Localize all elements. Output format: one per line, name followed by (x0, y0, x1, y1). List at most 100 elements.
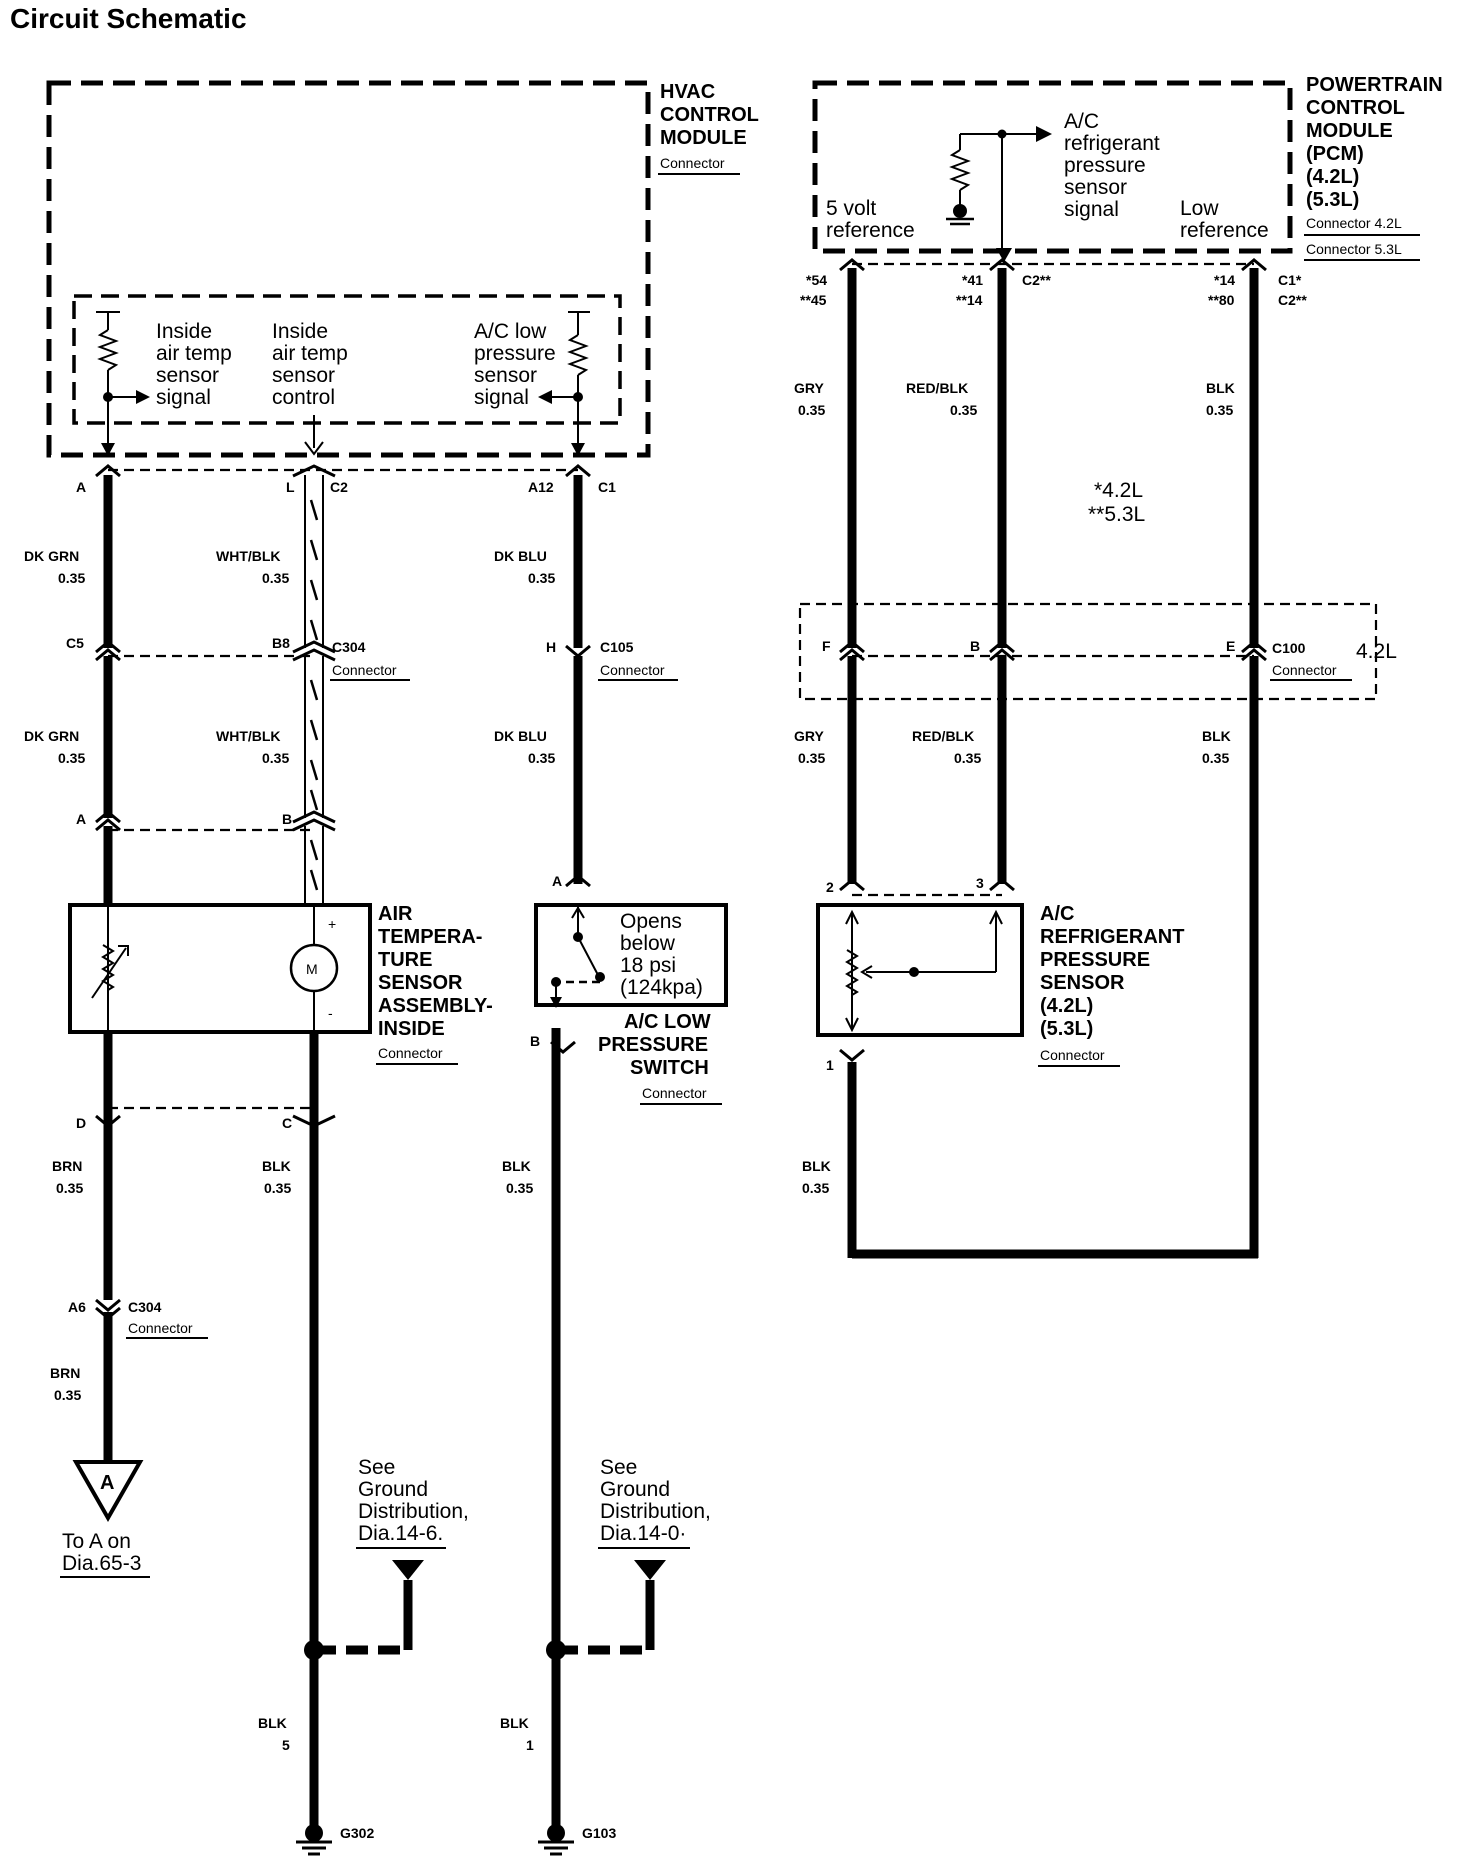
svg-text:BLK: BLK (502, 1158, 531, 1174)
pcm-label: POWERTRAIN CONTROL MODULE (PCM) (4.2L) (… (1304, 74, 1443, 261)
svg-text:1: 1 (826, 1057, 834, 1073)
svg-text:4.2L: 4.2L (1356, 640, 1397, 663)
svg-text:CONTROL: CONTROL (1306, 97, 1405, 119)
svg-text:Connector: Connector (642, 1085, 707, 1101)
svg-text:See: See (600, 1456, 637, 1479)
svg-text:BRN: BRN (50, 1365, 80, 1381)
svg-text:5 volt: 5 volt (826, 197, 876, 220)
svg-text:C304: C304 (128, 1299, 162, 1315)
svg-text:SENSOR: SENSOR (378, 972, 463, 994)
svg-text:See: See (358, 1456, 395, 1479)
svg-text:DK GRN: DK GRN (24, 728, 79, 744)
svg-text:(5.3L): (5.3L) (1306, 189, 1359, 211)
page-title: Circuit Schematic (10, 3, 247, 34)
svg-text:Inside: Inside (156, 320, 212, 343)
svg-text:SENSOR: SENSOR (1040, 972, 1125, 994)
svg-text:BRN: BRN (52, 1158, 82, 1174)
svg-text:M: M (306, 961, 318, 977)
svg-text:5: 5 (282, 1737, 290, 1753)
svg-text:0.35: 0.35 (262, 750, 289, 766)
svg-text:RED/BLK: RED/BLK (906, 380, 968, 396)
svg-text:pressure: pressure (474, 342, 556, 365)
svg-text:C100: C100 (1272, 640, 1306, 656)
pcm-internal-circuit: A/C refrigerant pressure sensor signal 5… (826, 110, 1269, 262)
svg-text:C2**: C2** (1278, 292, 1307, 308)
svg-text:(4.2L): (4.2L) (1306, 166, 1359, 188)
pcm-connector-pins: *54 **45 *41 **14 C2** *14 **80 C1* C2** (800, 262, 1307, 308)
svg-text:*54: *54 (806, 272, 827, 288)
svg-text:signal: signal (474, 386, 529, 409)
offpage-connector-a: A To A on Dia.65-3 (60, 1460, 150, 1578)
svg-text:SWITCH: SWITCH (630, 1057, 709, 1079)
air-temperature-sensor-assembly: M + - AIR TEMPERA- TURE SENSOR ASSEMBLY-… (68, 903, 493, 1065)
svg-text:GRY: GRY (794, 380, 824, 396)
ac-low-pressure-signal-circuit: A/C low pressure sensor signal (474, 311, 590, 456)
svg-text:Distribution,: Distribution, (358, 1500, 469, 1523)
svg-text:Connector: Connector (600, 662, 665, 678)
svg-text:**45: **45 (800, 292, 827, 308)
svg-text:A/C LOW: A/C LOW (624, 1011, 711, 1033)
wire-dk-grn: DK GRN 0.35 DK GRN 0.35 (24, 475, 113, 905)
svg-text:To A on: To A on (62, 1530, 131, 1553)
svg-text:L: L (286, 479, 295, 495)
svg-text:D: D (76, 1115, 86, 1131)
svg-text:Connector 4.2L: Connector 4.2L (1306, 215, 1402, 231)
svg-text:0.35: 0.35 (58, 750, 85, 766)
svg-text:Connector 5.3L: Connector 5.3L (1306, 241, 1402, 257)
wire-blk-g103: BLK 0.35 BLK 1 (500, 1028, 666, 1838)
hvac-connector-pins: A L C2 A12 C1 (76, 468, 616, 495)
svg-text:MODULE: MODULE (660, 127, 747, 149)
svg-text:ASSEMBLY-: ASSEMBLY- (378, 995, 493, 1017)
svg-text:G302: G302 (340, 1825, 374, 1841)
svg-text:0.35: 0.35 (262, 570, 289, 586)
wire-brn: BRN 0.35 BRN 0.35 A6 C304 Connector (50, 1032, 208, 1462)
svg-text:sensor: sensor (156, 364, 219, 387)
svg-text:BLK: BLK (802, 1158, 831, 1174)
svg-text:G103: G103 (582, 1825, 616, 1841)
svg-text:(5.3L): (5.3L) (1040, 1018, 1093, 1040)
svg-text:Connector: Connector (332, 662, 397, 678)
svg-text:(PCM): (PCM) (1306, 143, 1364, 165)
hvac-module-outline (46, 80, 651, 458)
svg-text:reference: reference (1180, 219, 1269, 242)
svg-text:3: 3 (976, 875, 984, 891)
svg-text:C2: C2 (330, 479, 348, 495)
svg-text:Inside: Inside (272, 320, 328, 343)
svg-text:0.35: 0.35 (58, 570, 85, 586)
svg-text:A: A (100, 1472, 114, 1494)
svg-text:pressure: pressure (1064, 154, 1146, 177)
svg-text:BLK: BLK (1206, 380, 1235, 396)
svg-text:sensor: sensor (272, 364, 335, 387)
svg-text:18 psi: 18 psi (620, 954, 676, 977)
svg-text:TEMPERA-: TEMPERA- (378, 926, 482, 948)
svg-text:A/C: A/C (1040, 903, 1074, 925)
ats-top-pins: A B (76, 811, 314, 832)
connector-c100: F B E C100 Connector 4.2L (798, 602, 1397, 701)
svg-text:MODULE: MODULE (1306, 120, 1393, 142)
svg-text:0.35: 0.35 (954, 750, 981, 766)
svg-text:Connector: Connector (128, 1320, 193, 1336)
wire-blk-low-ref: BLK 0.35 BLK 0.35 BLK 0.35 (802, 268, 1259, 1259)
svg-text:DK BLU: DK BLU (494, 728, 547, 744)
svg-text:E: E (1226, 638, 1235, 654)
svg-text:F: F (822, 638, 831, 654)
svg-text:BLK: BLK (500, 1715, 529, 1731)
svg-text:1: 1 (526, 1737, 534, 1753)
svg-text:control: control (272, 386, 335, 409)
connector-c304-c105: C5 B8 C304 Connector H C105 Connector (66, 635, 678, 681)
svg-text:-: - (328, 1005, 333, 1021)
svg-text:0.35: 0.35 (1202, 750, 1229, 766)
svg-text:C304: C304 (332, 639, 366, 655)
svg-text:B8: B8 (272, 635, 290, 651)
svg-text:reference: reference (826, 219, 915, 242)
svg-text:(124kpa): (124kpa) (620, 976, 703, 999)
svg-text:Connector: Connector (378, 1045, 443, 1061)
svg-text:refrigerant: refrigerant (1064, 132, 1160, 155)
svg-text:0.35: 0.35 (54, 1387, 81, 1403)
svg-text:Dia.65-3: Dia.65-3 (62, 1552, 141, 1575)
svg-text:AIR: AIR (378, 903, 413, 925)
svg-text:TURE: TURE (378, 949, 432, 971)
svg-text:Connector: Connector (1272, 662, 1337, 678)
svg-text:Dia.14-6.: Dia.14-6. (358, 1522, 443, 1545)
pcm-outline (812, 80, 1293, 254)
